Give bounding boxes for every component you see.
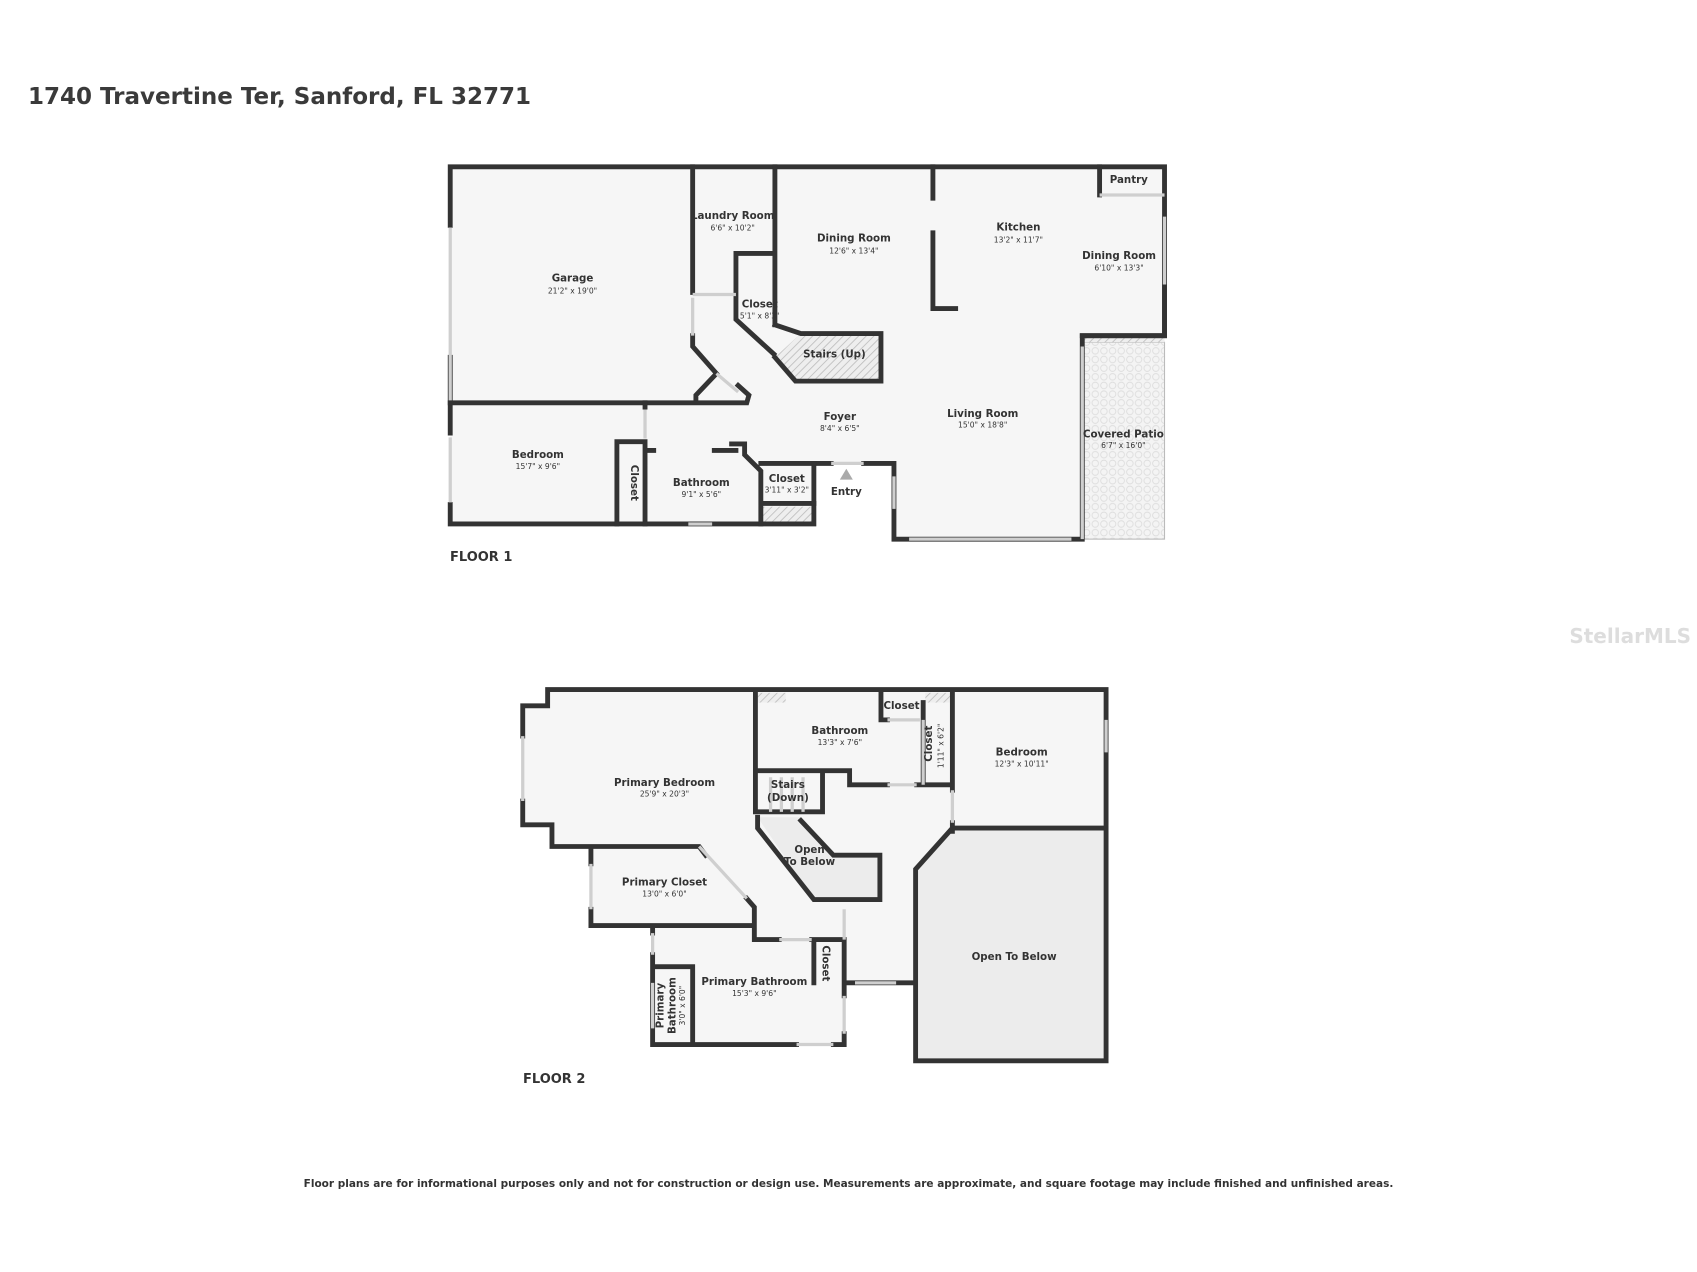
- room-dims: 9'1" x 5'6": [681, 490, 721, 499]
- room-dims: 1'11" x 6'2": [937, 724, 946, 768]
- room-name: Living Room: [947, 408, 1018, 420]
- room-name: Entry: [831, 486, 862, 498]
- room-name: Primary Bedroom: [614, 777, 715, 789]
- room-name: Closet: [742, 299, 778, 311]
- room-name: Dining Room: [817, 233, 891, 245]
- floor-2-labels: Primary Bedroom 25'9" x 20'3" Bathroom 1…: [614, 700, 1057, 1034]
- room-dims: 6'7" x 16'0": [1101, 441, 1145, 450]
- room-name: Primary Bathroom: [701, 976, 807, 988]
- room-dims: 6'10" x 13'3": [1094, 264, 1143, 273]
- room-name: Bathroom: [811, 725, 868, 737]
- room-dims: 6'6" x 10'2": [710, 224, 754, 233]
- room-dims: 3'0" x 6'0": [678, 986, 687, 1026]
- room-name: Open To Below: [972, 951, 1058, 963]
- room-name: Kitchen: [996, 222, 1040, 234]
- room-dims: 21'2" x 19'0": [548, 286, 597, 295]
- room-name: Bathroom: [673, 477, 730, 489]
- room-name: Laundry Room: [691, 210, 774, 222]
- room-name: Stairs: [771, 779, 805, 791]
- room-dims: 25'9" x 20'3": [640, 790, 689, 799]
- room-dims: 13'0" x 6'0": [642, 889, 686, 898]
- room-name: Primary: [654, 983, 666, 1029]
- room-name: Primary Closet: [622, 876, 707, 888]
- room-dims: 8'4" x 6'5": [820, 424, 860, 433]
- room-name: Closet: [883, 700, 919, 712]
- room-name: Garage: [552, 273, 594, 285]
- room-name-line2: Bathroom: [666, 977, 678, 1034]
- room-name: Closet: [923, 726, 935, 762]
- room-name: Covered Patio: [1083, 428, 1164, 440]
- room-dims: 12'6" x 13'4": [829, 246, 878, 255]
- room-dims: 15'3" x 9'6": [732, 989, 776, 998]
- room-dims: 13'3" x 7'6": [818, 738, 862, 747]
- room-dims: 12'3" x 10'11": [995, 759, 1049, 768]
- room-name-line2: (Down): [767, 792, 809, 804]
- room-name: Stairs (Up): [803, 348, 866, 360]
- entry-arrow-icon: [839, 468, 853, 480]
- room-name: Closet: [820, 945, 832, 981]
- room-name: Dining Room: [1082, 250, 1156, 262]
- room-name: Bedroom: [512, 449, 564, 461]
- property-address-title: 1740 Travertine Ter, Sanford, FL 32771: [28, 84, 531, 110]
- room-name: Closet: [628, 465, 640, 501]
- floor-2-plan: [520, 687, 1109, 1064]
- room-dims: 15'7" x 9'6": [516, 462, 560, 471]
- disclaimer-text: Floor plans are for informational purpos…: [303, 1178, 1394, 1190]
- room-dims: 3'11" x 3'2": [765, 486, 809, 495]
- floor-1-labels: Garage 21'2" x 19'0" Laundry Room 6'6" x…: [512, 174, 1164, 501]
- room-dims: 13'2" x 11'7": [994, 236, 1043, 245]
- watermark-logo: StellarMLS: [1569, 624, 1691, 648]
- room-name: Pantry: [1110, 174, 1148, 186]
- floor-1-plan: [447, 164, 1167, 542]
- room-dims: 5'1" x 8'3": [740, 311, 780, 320]
- room-name: Open: [794, 844, 824, 856]
- floor-1-label: FLOOR 1: [450, 550, 513, 565]
- room-dims: 15'0" x 18'8": [958, 421, 1007, 430]
- room-name-line2: To Below: [784, 856, 836, 868]
- floor-2-label: FLOOR 2: [523, 1072, 586, 1087]
- room-name: Foyer: [824, 411, 857, 423]
- room-name: Closet: [769, 473, 805, 485]
- room-name: Bedroom: [996, 747, 1048, 759]
